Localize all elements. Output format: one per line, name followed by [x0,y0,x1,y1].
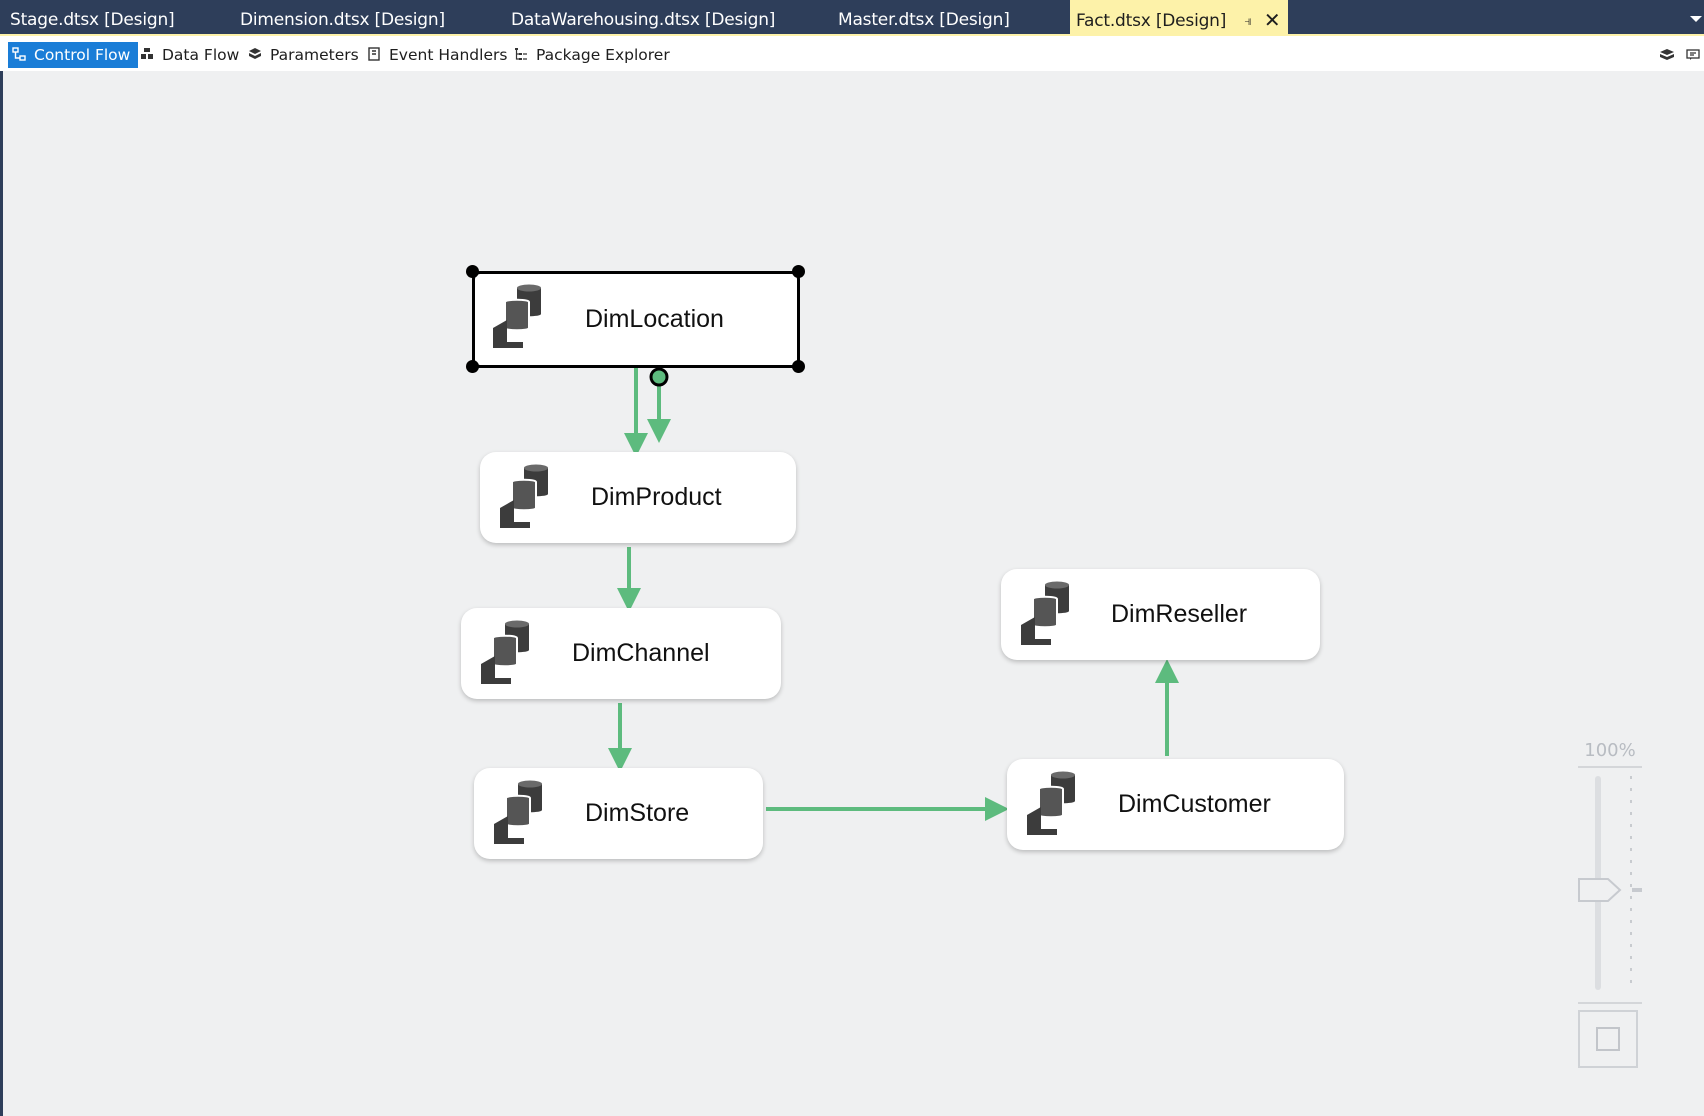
zoom-top-divider [1578,766,1642,768]
designer-tab-bar: Control Flow Data Flow Parameters Event … [0,34,1704,71]
zoom-level-label: 100% [1584,740,1636,761]
execute-package-task-icon [481,620,529,684]
task-dimreseller[interactable]: DimReseller [1001,569,1320,660]
zoom-slider-thumb[interactable] [1578,877,1642,907]
tab-data-flow[interactable]: Data Flow [136,42,247,68]
document-tab-bar: Stage.dtsx [Design] Dimension.dtsx [Desi… [0,0,1704,34]
doc-tab-stage[interactable]: Stage.dtsx [Design] [10,0,175,34]
doc-tab-label: Dimension.dtsx [Design] [240,10,445,30]
tab-control-flow[interactable]: Control Flow [8,42,139,68]
task-label: DimCustomer [1118,790,1271,818]
tab-label: Parameters [270,46,359,64]
tab-label: Package Explorer [536,46,670,64]
execute-package-task-icon [1027,771,1075,835]
zoom-bottom-divider [1578,1002,1642,1004]
window-left-border [0,71,3,1116]
resize-handle-bottom-left[interactable] [466,360,479,373]
tab-parameters[interactable]: Parameters [244,42,367,68]
zoom-slider-ticks [1630,776,1632,990]
task-dimproduct[interactable]: DimProduct [480,452,796,543]
parameters-icon [248,43,262,59]
control-flow-icon [12,43,26,61]
doc-tab-fact[interactable]: Fact.dtsx [Design] ⫣ ✕ [1070,0,1289,34]
task-label: DimChannel [572,639,710,667]
tab-package-explorer[interactable]: Package Explorer [510,42,678,68]
control-flow-canvas[interactable] [3,71,1704,1116]
variables-icon[interactable] [1660,46,1674,60]
data-flow-icon [140,43,154,59]
resize-handle-bottom-right[interactable] [792,360,805,373]
task-dimcustomer[interactable]: DimCustomer [1007,759,1344,850]
doc-tab-dimension[interactable]: Dimension.dtsx [Design] [240,0,445,34]
getting-started-icon[interactable] [1686,46,1700,60]
zoom-to-fit-button[interactable] [1578,1010,1638,1068]
close-icon[interactable]: ✕ [1263,8,1281,32]
task-dimchannel[interactable]: DimChannel [461,608,781,699]
resize-handle-top-left[interactable] [466,265,479,278]
event-handlers-icon [367,43,381,61]
doc-tab-label: Fact.dtsx [Design] [1076,11,1227,31]
tab-label: Control Flow [34,46,131,64]
tab-label: Data Flow [162,46,240,64]
execute-package-task-icon [1021,581,1069,645]
task-label: DimReseller [1111,600,1248,628]
fit-to-window-icon [1596,1027,1620,1051]
pin-icon[interactable]: ⫣ [1244,14,1252,29]
task-label: DimLocation [585,305,724,333]
task-dimlocation[interactable]: DimLocation [472,271,800,368]
execute-package-task-icon [493,284,541,348]
package-explorer-icon [514,43,528,60]
doc-tab-datawarehousing[interactable]: DataWarehousing.dtsx [Design] [511,0,775,34]
task-dimstore[interactable]: DimStore [474,768,763,859]
doc-tab-label: Stage.dtsx [Design] [10,10,175,30]
doc-tab-master[interactable]: Master.dtsx [Design] [838,0,1010,34]
execute-package-task-icon [494,780,542,844]
tab-event-handlers[interactable]: Event Handlers [363,42,515,68]
doc-tab-label: DataWarehousing.dtsx [Design] [511,10,776,30]
execute-package-task-icon [500,464,548,528]
task-label: DimStore [585,799,690,827]
task-label: DimProduct [591,483,722,511]
doc-tab-label: Master.dtsx [Design] [838,10,1010,30]
tab-label: Event Handlers [389,46,508,64]
tab-overflow-dropdown-icon[interactable] [1690,16,1702,22]
resize-handle-top-right[interactable] [792,265,805,278]
